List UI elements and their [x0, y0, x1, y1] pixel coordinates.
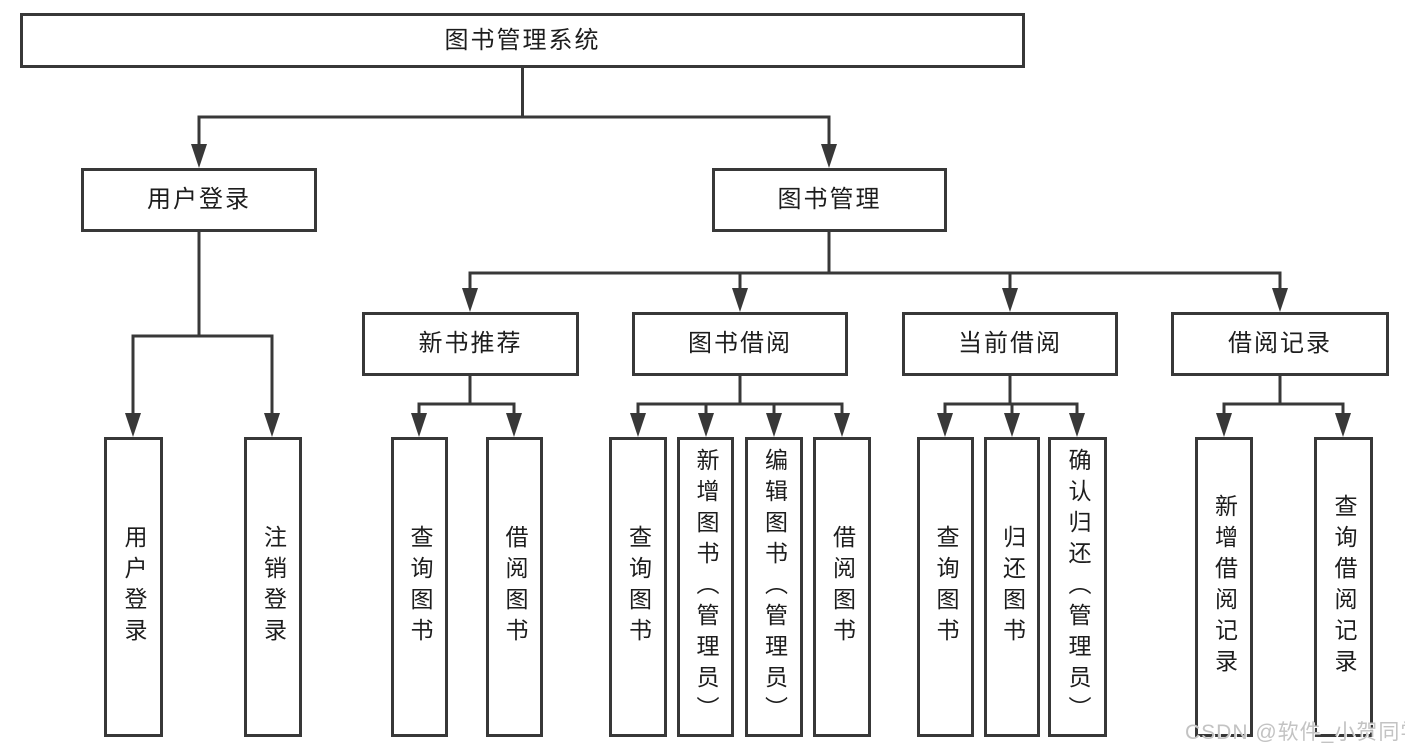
- leaf-user-login: 用户登录: [104, 437, 163, 737]
- leaf-label: 新增借阅记录: [1211, 494, 1238, 680]
- leaf-label: 查询图书: [625, 525, 652, 649]
- leaf-label: 确认归还（管理员）: [1065, 447, 1091, 727]
- node-new-book-recommend: 新书推荐: [362, 312, 579, 376]
- leaf-label: 查询图书: [933, 525, 959, 649]
- leaf-label: 查询图书: [407, 525, 433, 649]
- node-label: 图书借阅: [688, 330, 792, 357]
- arrowheads: [125, 144, 1351, 437]
- leaf-edit-books-admin: 编辑图书（管理员）: [745, 437, 803, 737]
- leaf-logout: 注销登录: [244, 437, 302, 737]
- leaf-label: 归还图书: [999, 525, 1026, 649]
- csdn-watermark: CSDN @软件_小贺同学: [1185, 721, 1405, 744]
- leaf-confirm-return-admin: 确认归还（管理员）: [1048, 437, 1107, 737]
- node-label: 图书管理: [777, 186, 882, 213]
- leaf-borrow-books-borrowing: 借阅图书: [813, 437, 871, 737]
- node-label: 图书管理系统: [444, 26, 601, 54]
- node-label: 当前借阅: [958, 330, 1062, 357]
- node-label: 新书推荐: [418, 330, 523, 357]
- leaf-label: 借阅图书: [829, 525, 856, 649]
- leaf-add-books-admin: 新增图书（管理员）: [677, 437, 734, 737]
- node-book-management: 图书管理: [712, 168, 947, 232]
- leaf-query-books-borrowing: 查询图书: [609, 437, 667, 737]
- node-book-borrowing: 图书借阅: [632, 312, 848, 376]
- leaf-query-borrow-record: 查询借阅记录: [1314, 437, 1373, 737]
- node-borrowing-records: 借阅记录: [1171, 312, 1389, 376]
- leaf-query-books-recommend: 查询图书: [391, 437, 448, 737]
- node-label: 借阅记录: [1228, 330, 1332, 357]
- leaf-label: 新增图书（管理员）: [693, 447, 719, 727]
- leaf-label: 查询借阅记录: [1331, 494, 1357, 680]
- leaf-label: 编辑图书（管理员）: [761, 447, 788, 727]
- leaf-add-borrow-record: 新增借阅记录: [1195, 437, 1253, 737]
- leaf-label: 借阅图书: [502, 525, 528, 649]
- leaf-return-books: 归还图书: [984, 437, 1040, 737]
- node-current-borrowing: 当前借阅: [902, 312, 1118, 376]
- leaf-query-books-current: 查询图书: [917, 437, 974, 737]
- leaf-label: 注销登录: [260, 525, 287, 649]
- node-library-management-system: 图书管理系统: [20, 13, 1025, 68]
- leaf-borrow-books-recommend: 借阅图书: [486, 437, 543, 737]
- node-label: 用户登录: [147, 186, 251, 213]
- leaf-label: 用户登录: [121, 525, 147, 649]
- node-user-login: 用户登录: [81, 168, 317, 232]
